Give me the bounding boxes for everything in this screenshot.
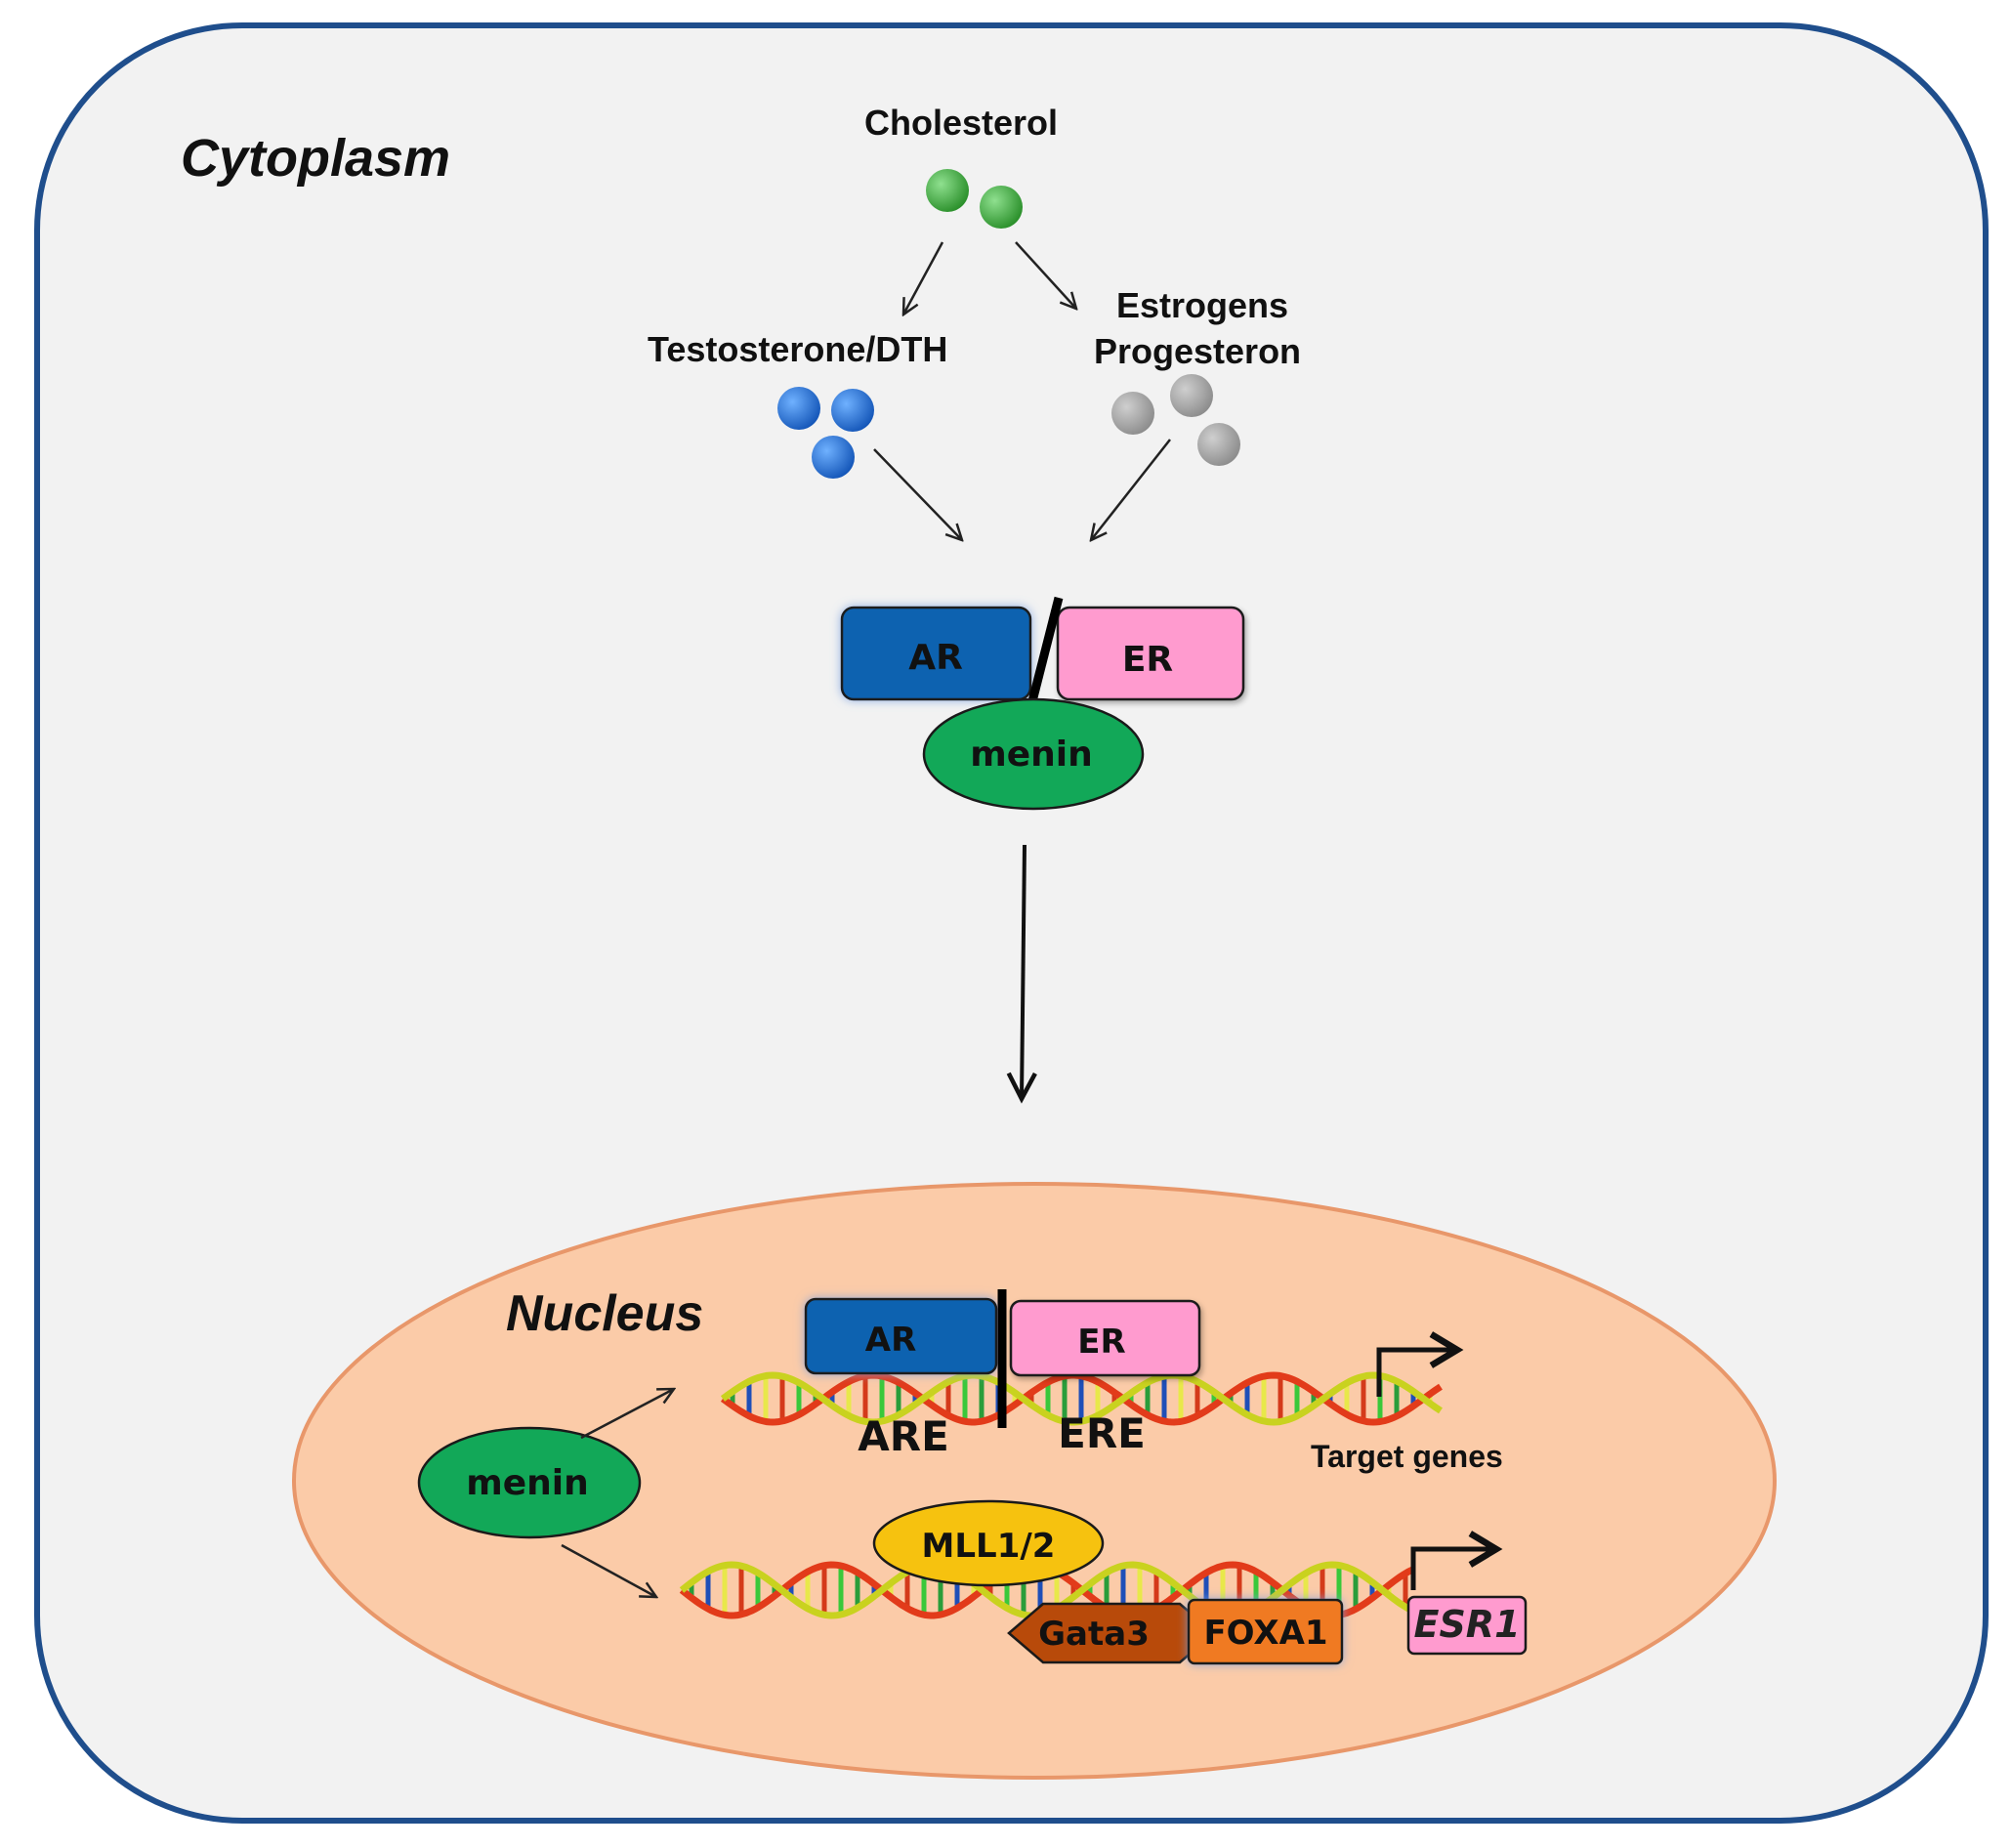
testosterone-label: Testosterone/DTH xyxy=(648,329,947,369)
nucleus xyxy=(292,1182,1777,1780)
er-receptor-box xyxy=(1056,606,1245,701)
translocation-arrow xyxy=(1022,844,1025,1099)
menin-cytoplasm xyxy=(922,697,1145,811)
mll-complex xyxy=(872,1499,1105,1587)
nuclear-menin-label: menin xyxy=(466,1463,589,1503)
ar-receptor-box xyxy=(840,606,1032,701)
esr1-gene-box xyxy=(1406,1595,1528,1656)
estrogen-molecule xyxy=(1111,392,1154,435)
arrow-to-testosterone xyxy=(903,241,944,315)
estrogen-molecule xyxy=(1197,423,1240,466)
foxa1-box xyxy=(1187,1598,1344,1665)
target-genes-label: Target genes xyxy=(1311,1439,1503,1474)
are-label: ARE xyxy=(858,1412,949,1460)
arrow-menin-to-lower xyxy=(561,1543,656,1597)
er-label: ER xyxy=(1122,640,1173,680)
gata3-label: Gata3 xyxy=(1038,1615,1150,1654)
ar-er-divider xyxy=(1026,596,1064,707)
progesteron-label: Progesteron xyxy=(1094,331,1301,371)
foxa1-label: FOXA1 xyxy=(1203,1614,1327,1653)
cholesterol-label: Cholesterol xyxy=(864,103,1058,143)
arrow-to-estrogens xyxy=(1015,241,1076,309)
cholesterol-molecule xyxy=(980,186,1023,229)
nuclear-er-box xyxy=(1009,1299,1201,1377)
transcription-arrow-target xyxy=(1376,1331,1464,1397)
estrogen-molecule xyxy=(1170,374,1213,417)
menin-nucleus xyxy=(417,1426,642,1539)
testosterone-molecule xyxy=(831,389,874,432)
testosterone-molecule xyxy=(812,436,855,479)
nucleus-label: Nucleus xyxy=(506,1285,703,1342)
menin-label: menin xyxy=(970,735,1093,775)
nuclear-er-label: ER xyxy=(1077,1323,1125,1362)
arrow-menin-to-upper xyxy=(580,1389,674,1440)
esr1-label: ESR1 xyxy=(1413,1603,1520,1646)
transcription-arrow-esr1 xyxy=(1410,1531,1503,1590)
nuclear-ar-box xyxy=(804,1297,998,1375)
arrow-testosterone-to-ar xyxy=(873,448,962,540)
cytoplasm-label: Cytoplasm xyxy=(181,129,450,188)
testosterone-molecule xyxy=(777,387,820,430)
mll-label: MLL1/2 xyxy=(922,1527,1056,1566)
ar-label: AR xyxy=(908,638,963,678)
cholesterol-molecule xyxy=(926,169,969,212)
estrogens-label: Estrogens xyxy=(1116,285,1288,325)
nuclear-ar-label: AR xyxy=(865,1321,917,1360)
arrow-estrogen-to-er xyxy=(1091,439,1171,540)
ere-label: ERE xyxy=(1058,1409,1146,1457)
